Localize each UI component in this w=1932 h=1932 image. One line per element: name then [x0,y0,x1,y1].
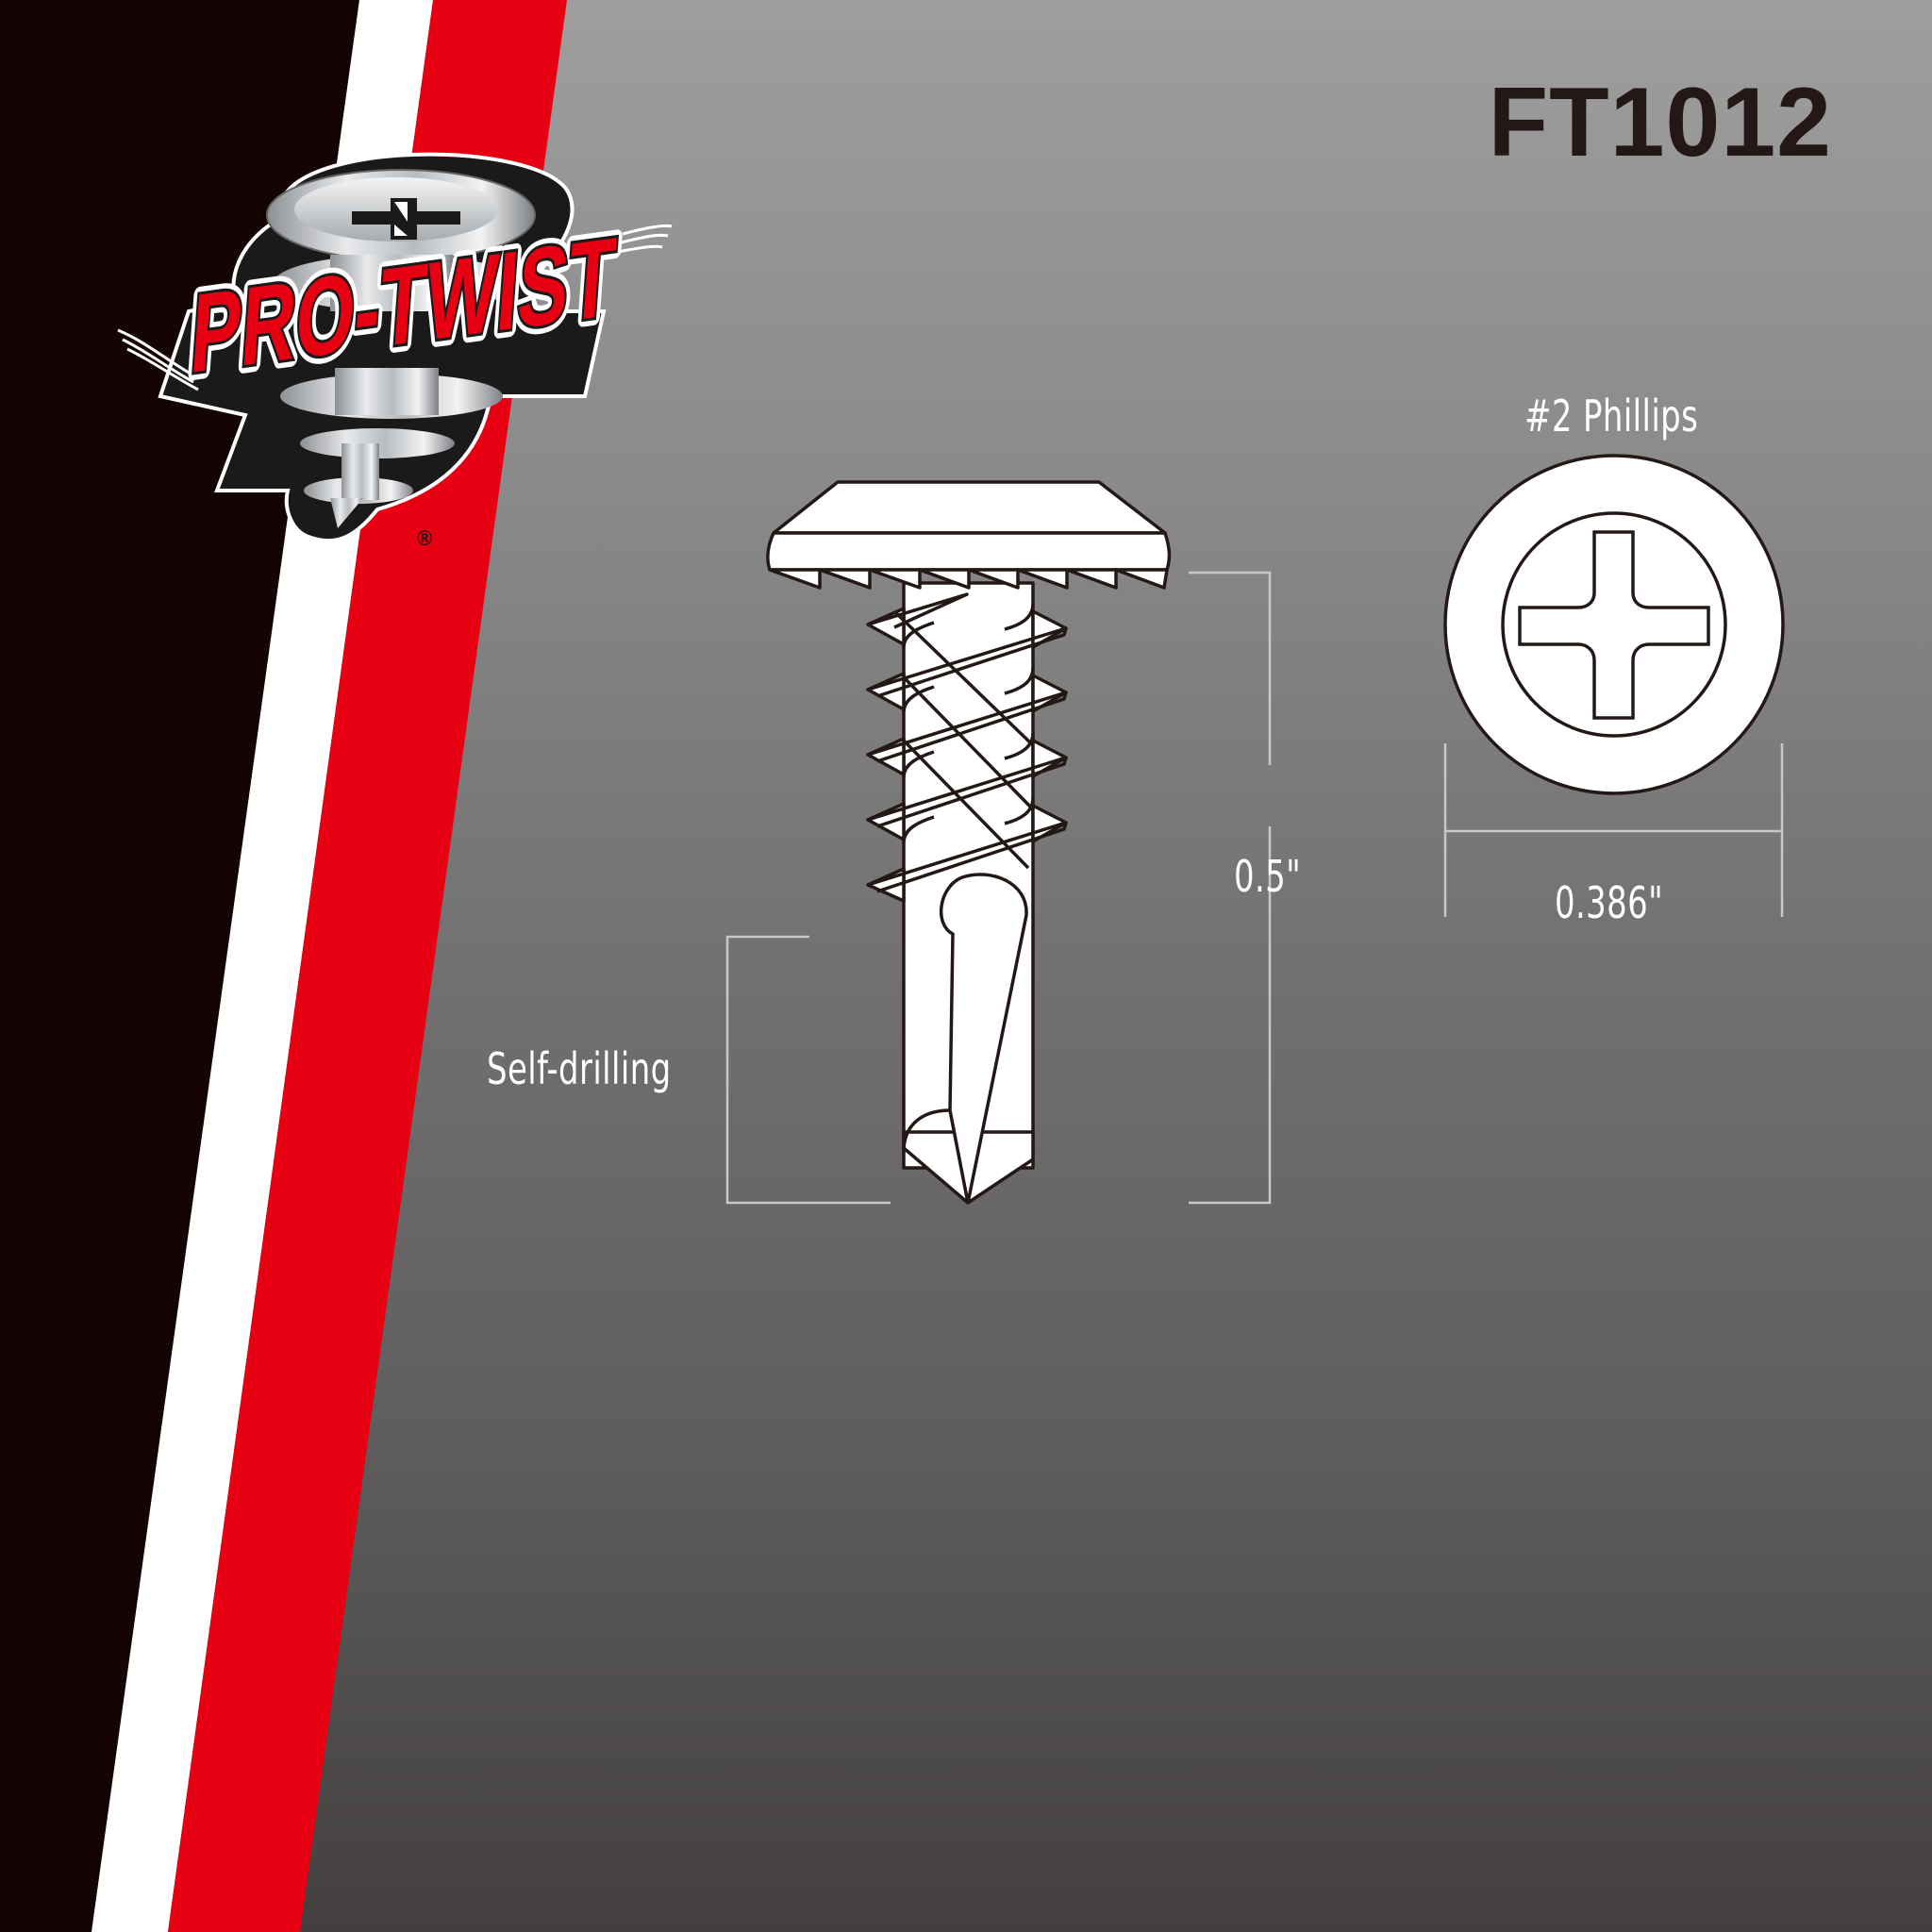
self-drilling-bracket [725,935,891,1205]
length-dimension-lines [725,571,1272,1205]
length-label: 0.5" [1234,851,1302,902]
head-diameter-label: 0.386" [1555,877,1664,928]
head-diameter-dimension-lines [1443,743,1784,917]
product-sku: FT1012 [1488,68,1832,177]
drive-type-label: #2 Phillips [1524,391,1699,441]
screw-threads [866,592,1068,903]
screw-head [766,480,1172,590]
point-type-label: Self-drilling [487,1043,672,1094]
registered-mark: ® [417,526,432,550]
red-stripe [168,0,567,1932]
